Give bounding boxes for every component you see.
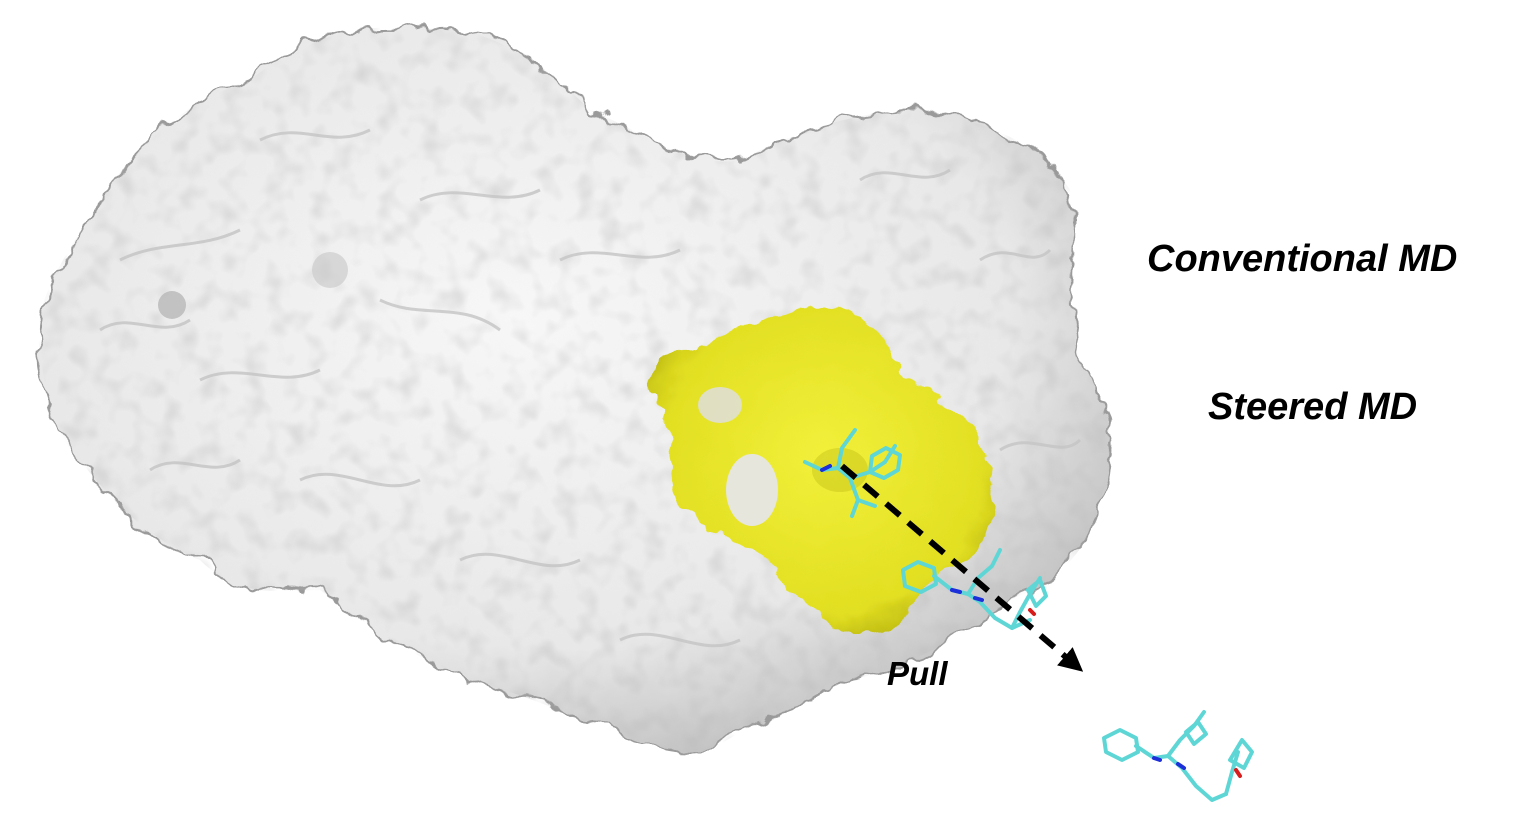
pull-label: Pull	[887, 655, 948, 692]
ligand-released-icon	[1102, 710, 1254, 802]
ligand-mid-pull-icon	[901, 548, 1048, 630]
pull-arrow-icon	[840, 463, 1084, 672]
conventional-md-label: Conventional MD	[1147, 238, 1458, 280]
steered-md-label: Steered MD	[1208, 386, 1418, 428]
protein-surface-icon	[37, 26, 1112, 753]
ligand-stick-model-icon	[803, 428, 902, 518]
